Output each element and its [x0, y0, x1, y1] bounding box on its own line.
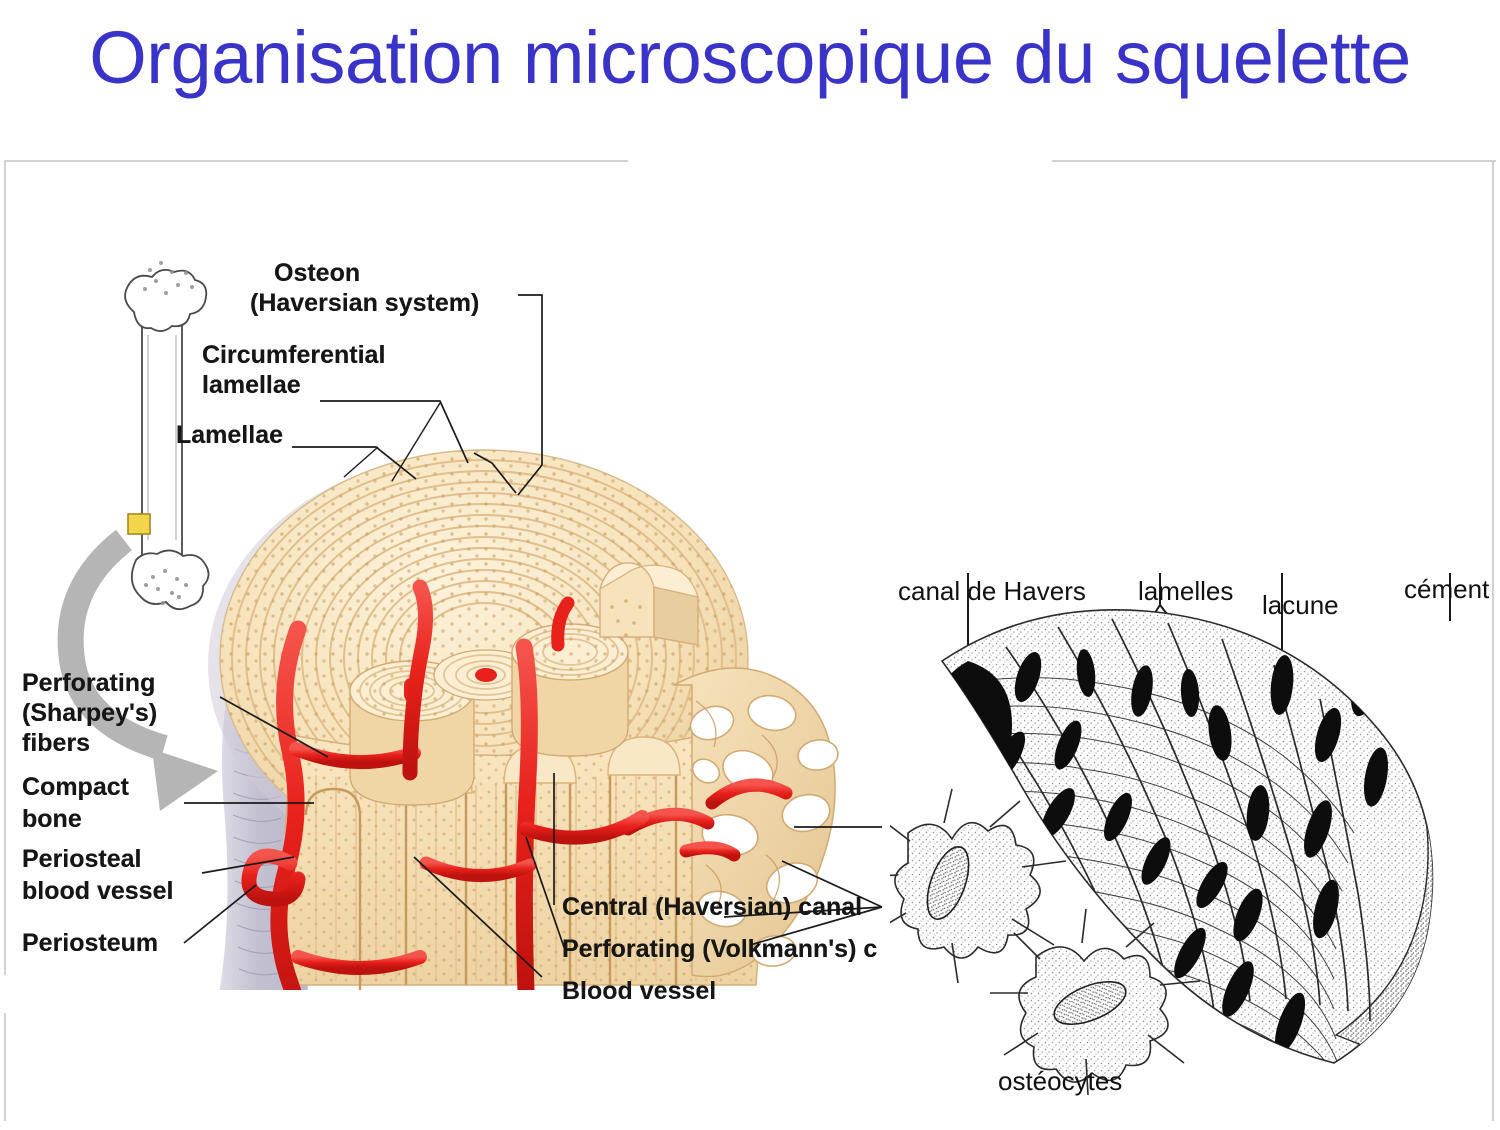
svg-text:Periosteal: Periosteal: [22, 845, 142, 873]
svg-text:Lamellae: Lamellae: [176, 421, 283, 449]
osteocyte-cells-drawing: [890, 788, 1201, 1096]
svg-text:(Sharpey's): (Sharpey's): [22, 699, 157, 727]
svg-text:lamellae: lamellae: [202, 371, 301, 399]
compact-bone-figure: Osteon (Haversian system) Circumferentia…: [6, 215, 896, 990]
page-title: Organisation microscopique du squelette: [89, 16, 1411, 99]
svg-text:Compact: Compact: [22, 773, 130, 801]
svg-text:Circumferential: Circumferential: [202, 341, 385, 369]
svg-text:Blood vessel: Blood vessel: [562, 977, 716, 1005]
svg-text:Periosteum: Periosteum: [22, 929, 158, 957]
content-frame-right: [1492, 160, 1494, 1121]
leader-lines: [183, 294, 883, 978]
label-compact-bone-text: Compact bone: [22, 773, 130, 833]
label-compact-bone: Compact bone: [22, 773, 130, 833]
content-frame-left-upper: [4, 160, 6, 975]
svg-text:bone: bone: [22, 805, 82, 833]
content-frame-top-left: [4, 160, 628, 162]
svg-text:Osteon: Osteon: [274, 259, 360, 287]
content-frame-top-right: [1052, 160, 1496, 162]
sample-region-marker: [127, 513, 151, 535]
svg-text:Central (Haversian) canal: Central (Haversian) canal: [562, 893, 862, 921]
svg-text:(Haversian system): (Haversian system): [250, 289, 479, 317]
svg-text:Perforating (Volkmann's) c: Perforating (Volkmann's) c: [562, 935, 877, 963]
label-osteon-text: Osteon (Haversian system): [250, 259, 479, 317]
osteon-wedge-drawing: [940, 609, 1434, 1064]
svg-text:Circumferential: Circumferential: [202, 341, 385, 369]
svg-text:(Haversian system): (Haversian system): [250, 289, 479, 317]
svg-text:Lamellae: Lamellae: [176, 421, 283, 449]
svg-text:Perforating: Perforating: [22, 669, 155, 697]
label-canal-de-havers: canal de Havers: [898, 576, 1086, 606]
osteon-histology-figure: [890, 565, 1495, 1110]
femur-inset-icon: [124, 261, 210, 611]
svg-text:bone: bone: [22, 805, 82, 833]
svg-text:Periosteal: Periosteal: [22, 845, 142, 873]
label-perforating-sharpeys-fibers: Perforating (Sharpey's) fibers: [22, 669, 157, 757]
svg-text:Central (Haversian) canal: Central (Haversian) canal: [562, 893, 862, 921]
label-osteon: Osteon (Haversian system): [250, 259, 479, 317]
label-osteocytes: ostéocytes: [998, 1066, 1122, 1096]
label-periosteum: Periosteum: [22, 929, 158, 957]
label-blood-vessel: Blood vessel: [562, 977, 716, 990]
svg-text:fibers: fibers: [22, 729, 90, 757]
label-lamellae: Lamellae: [176, 421, 283, 449]
svg-text:Osteon: Osteon: [274, 259, 360, 287]
label-sharpeys-fibers-text: Perforating (Sharpey's) fibers: [22, 669, 157, 757]
label-periosteal-blood-vessel: Periosteal blood vessel: [22, 845, 173, 905]
label-periosteum-text: Periosteum: [22, 929, 158, 957]
label-circumferential-lamellae-text: Circumferential lamellae: [202, 341, 385, 399]
svg-text:Blood vessel: Blood vessel: [562, 977, 716, 990]
label-cement: cément: [1404, 574, 1490, 604]
svg-text:fibers: fibers: [22, 729, 90, 757]
label-lamelles: lamelles: [1138, 576, 1233, 606]
zoom-arrow-icon: [57, 529, 218, 811]
label-perforating-volkmanns-canal: Perforating (Volkmann's) c: [562, 935, 877, 963]
label-central-canal-text: Central (Haversian) canal: [562, 893, 862, 921]
label-lamellae-text: Lamellae: [176, 421, 283, 449]
svg-text:blood vessel: blood vessel: [22, 877, 173, 905]
osteon-cylinder-right: [511, 596, 629, 757]
compact-bone-label-text-layer: Osteon (Haversian system) Circumferentia…: [22, 259, 877, 1005]
label-circumferential-lamellae: Circumferential lamellae: [202, 341, 385, 399]
svg-text:(Sharpey's): (Sharpey's): [22, 699, 157, 727]
svg-text:lamellae: lamellae: [202, 371, 301, 399]
svg-text:Perforating (Volkmann's) c: Perforating (Volkmann's) c: [562, 935, 877, 963]
label-volkmanns-canal-text: Perforating (Volkmann's) c: [562, 935, 877, 963]
content-frame-left-lower: [4, 1013, 6, 1121]
svg-text:blood vessel: blood vessel: [22, 877, 173, 905]
blood-vessel-network: [241, 579, 649, 990]
histology-french-labels: canal de Havers lamelles lacune cément o…: [898, 574, 1490, 1096]
svg-text:Perforating: Perforating: [22, 669, 155, 697]
label-lacune: lacune: [1262, 590, 1339, 620]
svg-text:Compact: Compact: [22, 773, 130, 801]
detached-bone-block: [598, 562, 699, 646]
svg-text:Periosteum: Periosteum: [22, 929, 158, 957]
label-central-haversian-canal: Central (Haversian) canal: [562, 893, 862, 921]
label-periosteal-blood-vessel-text: Periosteal blood vessel: [22, 845, 173, 905]
label-blood-vessel-text: Blood vessel: [562, 977, 716, 1005]
